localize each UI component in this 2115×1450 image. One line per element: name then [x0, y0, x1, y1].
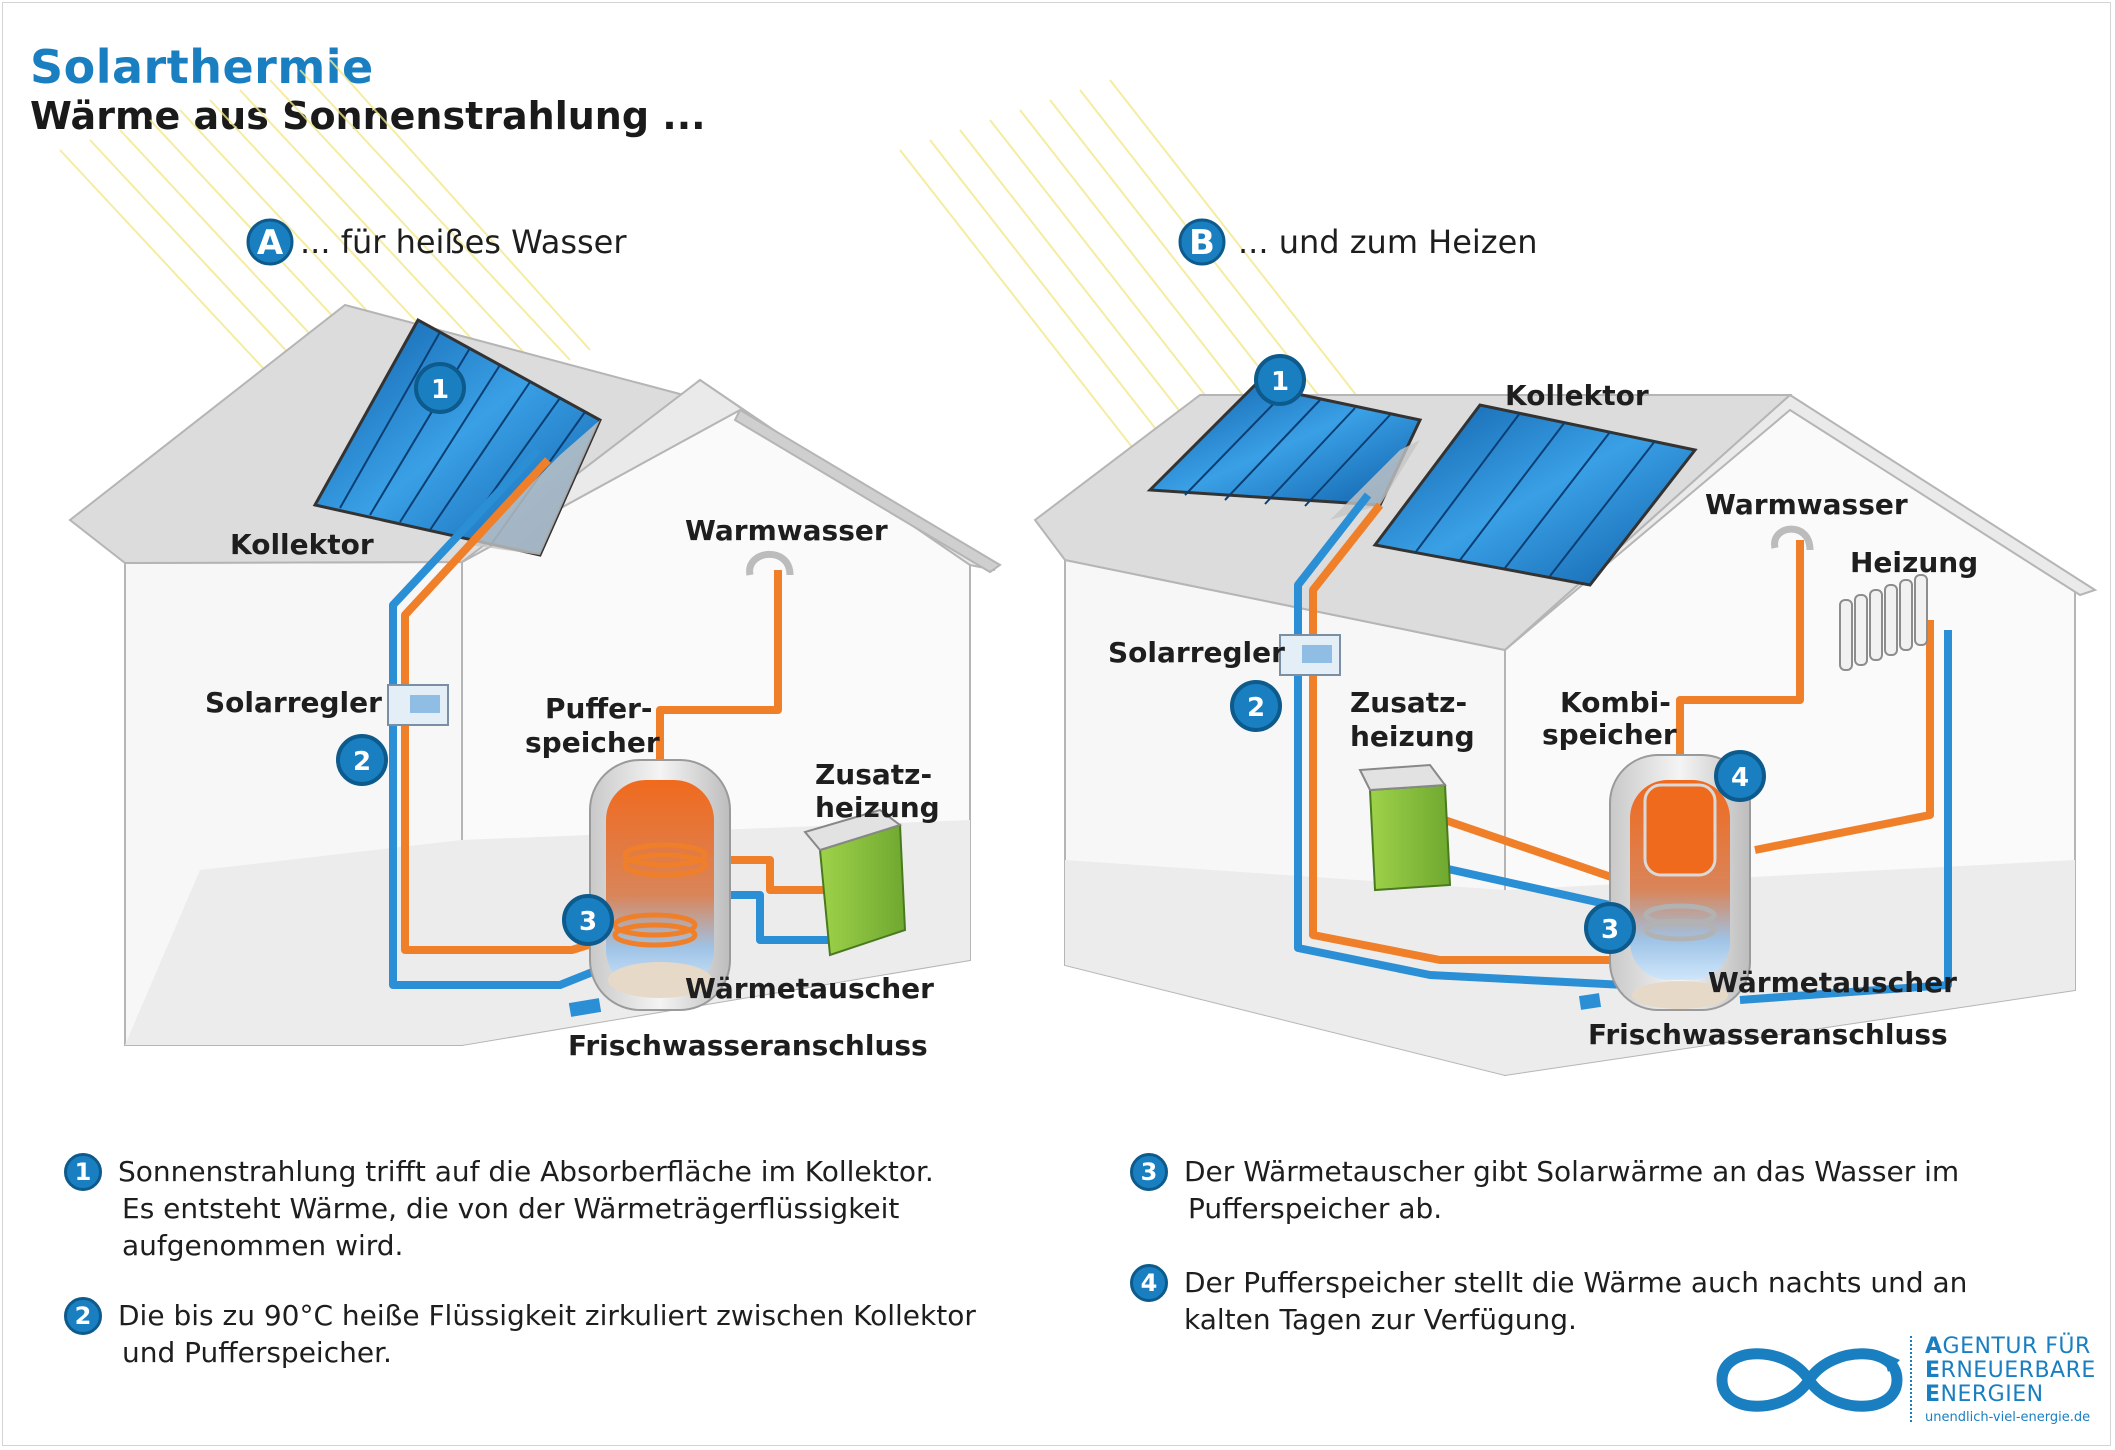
- badge-a-2: 2: [353, 747, 371, 777]
- badge-b-3: 3: [1601, 915, 1619, 945]
- solarregler-a-device: [387, 684, 449, 726]
- heading-a: ... für heißes Wasser: [300, 223, 627, 261]
- labels-b: Kollektor Solarregler Warmwasser Heizung…: [1108, 379, 1978, 1051]
- note-4-text: Der Pufferspeicher stellt die Wärme auch…: [1184, 1264, 1967, 1338]
- section-a-heading: A ... für heißes Wasser: [246, 218, 627, 266]
- note-2-badge: 2: [64, 1297, 102, 1335]
- label-b-zusatz-1: Zusatz-: [1350, 686, 1467, 719]
- label-b-solarregler: Solarregler: [1108, 636, 1285, 669]
- badge-b-4: 4: [1731, 763, 1749, 793]
- label-b-kombi-2: speicher: [1542, 718, 1677, 751]
- logo-line-3: ENERGIEN: [1925, 1382, 2044, 1407]
- note-3-line-2: Pufferspeicher ab.: [1188, 1192, 1443, 1225]
- labels-a: Kollektor Solarregler Warmwasser Puffer-…: [205, 514, 940, 1062]
- badge-b-1: 1: [1271, 367, 1289, 397]
- note-3-line-1: Der Wärmetauscher gibt Solarwärme an das…: [1184, 1155, 1960, 1188]
- section-b-heading: B ... und zum Heizen: [1178, 218, 1538, 266]
- badge-a: A: [257, 223, 284, 263]
- note-2-line-1: Die bis zu 90°C heiße Flüssigkeit zirkul…: [118, 1299, 976, 1332]
- label-b-warmwasser: Warmwasser: [1705, 488, 1908, 521]
- logo-line-2: ERNEUERBARE: [1925, 1358, 2096, 1383]
- label-a-solarregler: Solarregler: [205, 686, 382, 719]
- label-a-warmwasser: Warmwasser: [685, 514, 888, 547]
- note-1-text: Sonnenstrahlung trifft auf die Absorberf…: [118, 1153, 934, 1264]
- label-a-puffer-2: speicher: [525, 726, 660, 759]
- note-4-badge: 4: [1130, 1264, 1168, 1302]
- badge-b: B: [1189, 223, 1215, 263]
- collector-a: [312, 317, 602, 557]
- note-2-text: Die bis zu 90°C heiße Flüssigkeit zirkul…: [118, 1297, 976, 1371]
- zusatzheizung-a-device: [803, 808, 907, 957]
- infinity-icon: [1716, 1348, 1903, 1412]
- puffer-tank: [589, 759, 731, 1011]
- logo-url: unendlich-viel-energie.de: [1925, 1410, 2091, 1425]
- page-title: Solarthermie: [30, 40, 374, 94]
- pipes-b: [1294, 492, 1952, 1010]
- tap-b: [1771, 525, 1814, 551]
- note-4-line-1: Der Pufferspeicher stellt die Wärme auch…: [1184, 1266, 1968, 1299]
- label-b-waermetauscher: Wärmetauscher: [1708, 966, 1957, 999]
- kombi-tank: [1609, 754, 1751, 1011]
- radiator: [1839, 574, 1928, 671]
- note-1-line-3: aufgenommen wird.: [122, 1229, 404, 1262]
- label-b-zusatz-2: heizung: [1350, 720, 1475, 753]
- diagram-badges: 1 2 3 1 2 3 4: [336, 354, 1766, 954]
- label-a-frischwasser: Frischwasseranschluss: [568, 1029, 928, 1062]
- label-b-frischwasser: Frischwasseranschluss: [1588, 1018, 1948, 1051]
- note-1-line-2: Es entsteht Wärme, die von der Wärmeträg…: [122, 1192, 900, 1225]
- note-1-badge: 1: [64, 1153, 102, 1191]
- label-a-zusatz-2: heizung: [815, 791, 940, 824]
- note-2-line-2: und Pufferspeicher.: [122, 1336, 392, 1369]
- zusatzheizung-b-device: [1358, 763, 1452, 892]
- logo-line-1: AGENTUR FÜR: [1925, 1334, 2091, 1359]
- label-b-heizung: Heizung: [1850, 546, 1978, 579]
- collector-b: [1146, 383, 1698, 587]
- label-a-kollektor: Kollektor: [230, 528, 374, 561]
- badge-a-1: 1: [431, 375, 449, 405]
- badge-b-2: 2: [1247, 693, 1265, 723]
- label-b-kombi-1: Kombi-: [1560, 686, 1671, 719]
- label-a-waermetauscher: Wärmetauscher: [685, 972, 934, 1005]
- note-3-badge: 3: [1130, 1153, 1168, 1191]
- solarregler-b-device: [1279, 634, 1341, 676]
- note-3-text: Der Wärmetauscher gibt Solarwärme an das…: [1184, 1153, 1959, 1227]
- note-4-line-2: kalten Tagen zur Verfügung.: [1184, 1303, 1577, 1336]
- label-a-puffer-1: Puffer-: [545, 692, 653, 725]
- tap-a: [746, 550, 794, 576]
- agency-logo: AGENTUR FÜR ERNEUERBARE ENERGIEN unendli…: [1712, 1330, 2095, 1430]
- badge-a-3: 3: [579, 907, 597, 937]
- label-b-kollektor: Kollektor: [1505, 379, 1649, 412]
- heading-b: ... und zum Heizen: [1238, 223, 1538, 261]
- note-1-line-1: Sonnenstrahlung trifft auf die Absorberf…: [118, 1155, 934, 1188]
- label-a-zusatz-1: Zusatz-: [815, 758, 932, 791]
- logo-divider: [1910, 1336, 1912, 1422]
